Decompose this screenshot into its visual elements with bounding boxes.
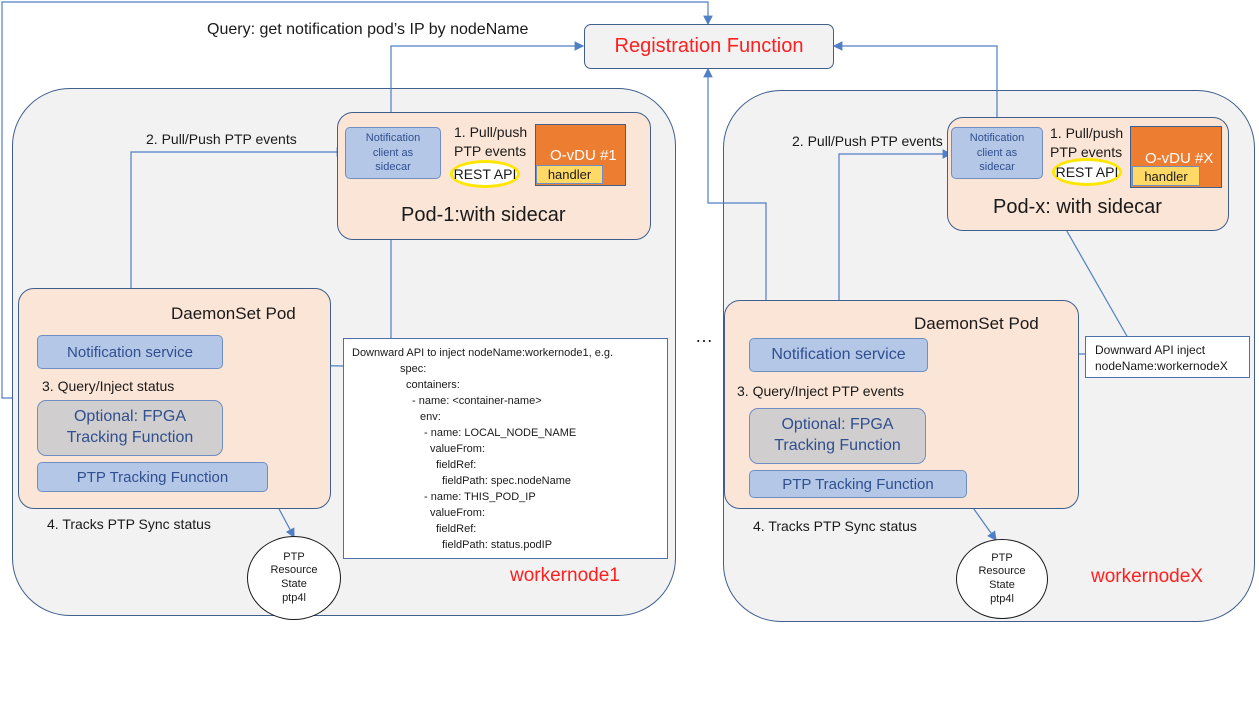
node1-ptp-tracking[interactable]: PTP Tracking Function (37, 462, 268, 492)
nodeX-pod-pull-push-2: PTP events (1050, 144, 1123, 160)
yaml-line: env: (420, 411, 441, 423)
nodeX-sidecar-line3: sidecar (979, 161, 1015, 174)
registration-function-label: Registration Function (614, 35, 804, 57)
nodeX-daemonset-title: DaemonSet Pod (914, 314, 1039, 333)
yaml-line: - name: <container-name> (412, 395, 542, 407)
node1-fpga-line1: Optional: FPGA (73, 408, 187, 426)
nodeX-query-inject: 3. Query/Inject PTP events (737, 383, 905, 399)
nodeX-pod-title: Pod-x: with sidecar (993, 196, 1162, 218)
nodeX-rest-api-label: REST API (1055, 164, 1119, 180)
yaml-line: - name: LOCAL_NODE_NAME (424, 427, 577, 439)
nodeX-name: workernodeX (1091, 566, 1203, 587)
ellipsis: … (695, 326, 713, 346)
nodeX-ptp-state-2: Resource (978, 565, 1026, 578)
node1-sidecar-line1: Notification (365, 131, 421, 144)
node1-handler-label: handler (547, 167, 592, 182)
nodeX-tracks-label: 4. Tracks PTP Sync status (753, 518, 917, 534)
nodeX-fpga[interactable]: Optional: FPGA Tracking Function (749, 408, 926, 464)
node1-fpga[interactable]: Optional: FPGA Tracking Function (37, 400, 223, 456)
nodeX-sidecar-line2: client as (976, 146, 1018, 159)
node1-notification-service-label: Notification service (67, 343, 193, 361)
query-label: Query: get notification pod’s IP by node… (207, 21, 529, 38)
nodeX-pull-push-label: 2. Pull/Push PTP events (792, 133, 943, 149)
nodeX-sidecar-line1: Notification (969, 131, 1025, 144)
node1-pull-push-label: 2. Pull/Push PTP events (146, 131, 297, 147)
nodeX-ptp-state-3: State (989, 579, 1015, 591)
node1-sidecar[interactable]: Notification client as sidecar (345, 127, 441, 179)
nodeX-fpga-line1: Optional: FPGA (781, 416, 894, 434)
node1-notification-service[interactable]: Notification service (37, 335, 223, 369)
nodeX-handler[interactable]: handler (1132, 166, 1200, 186)
nodeX-ptp-state: PTP Resource State ptp4l (956, 539, 1048, 619)
yaml-line: fieldRef: (436, 459, 477, 471)
node1-rest-api-label: REST API (453, 166, 517, 182)
node1-sidecar-line3: sidecar (375, 161, 411, 174)
yaml-line: fieldPath: status.podIP (442, 539, 553, 551)
nodeX-downward-line: Downward API inject (1095, 343, 1206, 357)
node1-ptp-state: PTP Resource State ptp4l (247, 536, 341, 620)
yaml-line: valueFrom: (430, 507, 486, 519)
nodeX-downward-line: nodeName:workernodeX (1095, 359, 1228, 373)
node1-handler[interactable]: handler (536, 165, 603, 184)
node1-ptp-state-1: PTP (283, 550, 305, 563)
node1-ptp-state-3: State (281, 578, 307, 590)
yaml-line: containers: (406, 379, 460, 391)
node1-pod-pull-push-2: PTP events (454, 143, 527, 159)
yaml-line: valueFrom: (430, 443, 486, 455)
nodeX-rest-api: REST API (1052, 158, 1122, 186)
node1-tracks-label: 4. Tracks PTP Sync status (47, 516, 211, 532)
nodeX-ptp-state-1: PTP (991, 551, 1013, 564)
node1-ptp-tracking-label: PTP Tracking Function (76, 468, 229, 486)
node1-fpga-line2: Tracking Function (66, 429, 194, 446)
node1-query-inject: 3. Query/Inject status (42, 378, 175, 394)
nodeX-notification-service[interactable]: Notification service (749, 338, 928, 372)
yaml-line: fieldRef: (436, 523, 477, 535)
yaml-line: fieldPath: spec.nodeName (442, 475, 572, 487)
nodeX-ptp-state-4: ptp4l (990, 592, 1014, 605)
node1-downward-api: Downward API to inject nodeName:workerno… (343, 338, 668, 559)
yaml-line: Downward API to inject nodeName:workerno… (352, 347, 614, 359)
nodeX-odu-label: O-vDU #X (1145, 150, 1214, 167)
yaml-line: - name: THIS_POD_IP (424, 491, 536, 503)
nodeX-pod-pull-push-1: 1. Pull/push (1050, 125, 1124, 141)
nodeX-ptp-tracking-label: PTP Tracking Function (782, 475, 934, 493)
node1-sidecar-line2: client as (372, 146, 414, 159)
nodeX-notification-service-label: Notification service (771, 346, 906, 363)
nodeX-handler-label: handler (1144, 168, 1188, 184)
node1-pod-title: Pod-1:with sidecar (401, 204, 566, 226)
node1-daemonset-title: DaemonSet Pod (171, 304, 296, 323)
registration-function[interactable]: Registration Function (584, 24, 834, 69)
node1-ptp-state-4: ptp4l (282, 591, 306, 604)
yaml-line: spec: (400, 363, 427, 375)
node1-odu-label: O-vDU #1 (550, 147, 617, 164)
node1-rest-api: REST API (450, 160, 520, 188)
node1-ptp-state-2: Resource (270, 564, 318, 577)
nodeX-downward-api: Downward API inject nodeName:workernodeX (1085, 336, 1250, 378)
nodeX-ptp-tracking[interactable]: PTP Tracking Function (749, 470, 967, 498)
nodeX-sidecar[interactable]: Notification client as sidecar (951, 127, 1043, 179)
node1-pod-pull-push-1: 1. Pull/push (454, 124, 528, 140)
node1-name: workernode1 (510, 565, 620, 586)
nodeX-fpga-line2: Tracking Function (774, 437, 901, 454)
